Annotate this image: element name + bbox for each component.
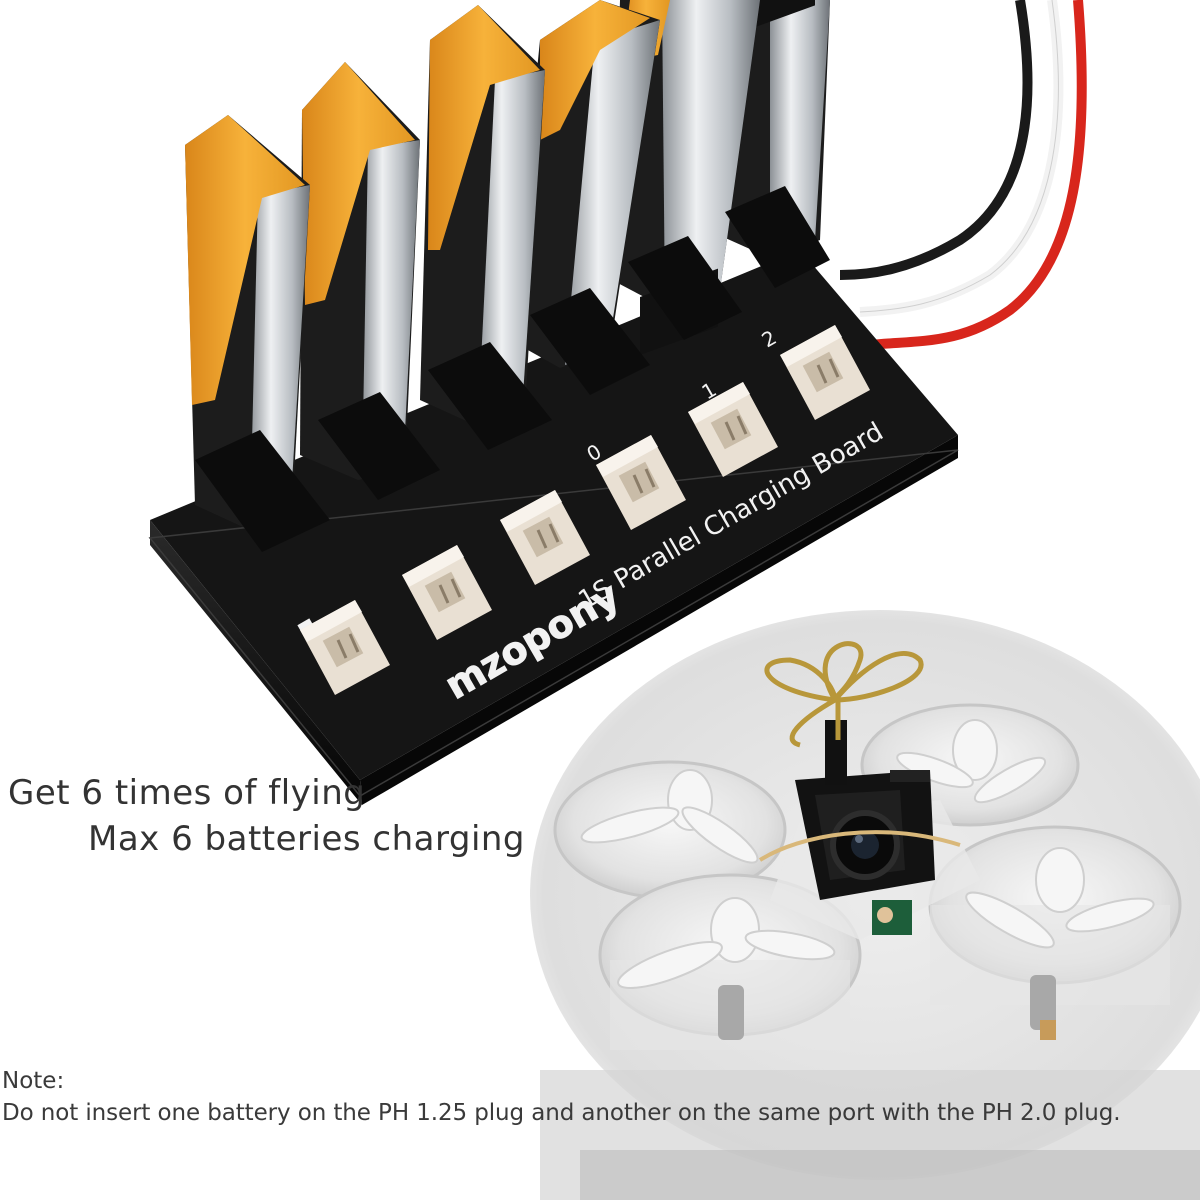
ph20-connectors [300, 325, 870, 695]
ph20-connector-4 [596, 435, 686, 530]
ph20-connector-6 [780, 325, 870, 420]
note-text: Do not insert one battery on the PH 1.25… [2, 1100, 1121, 1126]
battery-2 [300, 62, 420, 480]
ph20-connector-5 [688, 382, 778, 477]
ph20-connector-2 [402, 545, 492, 640]
ph20-connector-3 [500, 490, 590, 585]
battery-sockets [195, 186, 830, 552]
caption-max-batteries: Max 6 batteries charging [88, 819, 526, 859]
drone-photo-circle [530, 610, 1200, 1200]
drone-propellers [580, 719, 1155, 989]
ph20-connector-1 [300, 600, 390, 695]
drone-antenna [764, 641, 924, 748]
drone-motors [718, 975, 1056, 1040]
battery-4 [510, 0, 660, 368]
drone-rubber-band [758, 830, 961, 862]
caption-flying-times: Get 6 times of flying [8, 773, 366, 813]
battery-3 [420, 5, 545, 425]
charger-lead-wires [839, 0, 1087, 350]
note-heading: Note: [2, 1068, 65, 1094]
